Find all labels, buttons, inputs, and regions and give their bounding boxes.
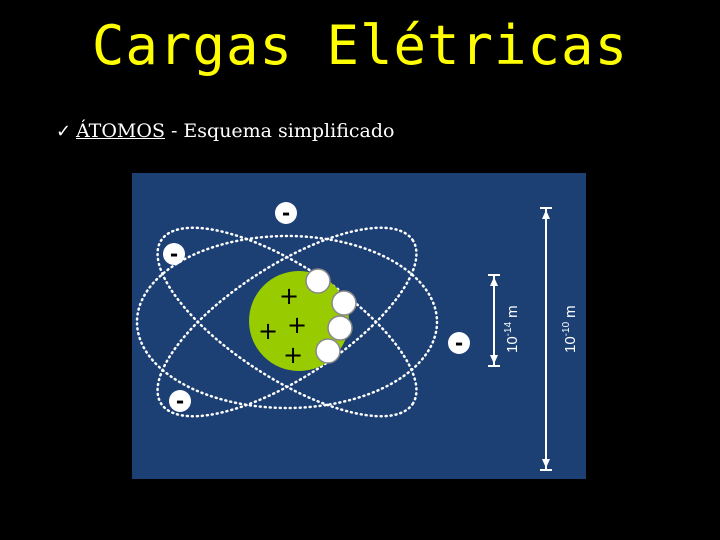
nucleus: + + + +: [249, 268, 357, 371]
electron: [163, 243, 185, 265]
orbit-tilted-right: [156, 226, 418, 418]
proton-label: +: [279, 282, 299, 310]
neutron: [305, 268, 331, 294]
atom-diagram: + + + + - - - - 10-14m 10-10m: [132, 173, 586, 479]
atom-scale-exponent: -10: [561, 321, 572, 336]
proton: [256, 318, 280, 342]
electron-label: -: [282, 201, 290, 225]
proton: [285, 312, 309, 336]
nucleus-scale-unit: m: [504, 305, 521, 318]
nucleus-scale-base: 10: [504, 336, 521, 353]
nucleus-scale-exponent: -14: [503, 321, 514, 336]
electron-label: -: [170, 242, 178, 266]
nucleus-scale-label: 10-14 m: [503, 305, 521, 353]
proton-label: +: [258, 317, 278, 345]
electron-label: -: [176, 389, 184, 413]
electron: [275, 202, 297, 224]
atom-scale-base: 10: [562, 336, 579, 353]
orbit-horizontal: [135, 234, 439, 410]
bullet-term: ÁTOMOS: [76, 120, 165, 142]
nucleus-scale-bar: [488, 274, 500, 367]
diagram-background: [132, 173, 586, 479]
electron: [169, 390, 191, 412]
atom-scale-bar: [540, 207, 552, 471]
atom-scale-label: 10-10 m: [561, 305, 579, 353]
slide-title: Cargas Elétricas: [91, 14, 629, 77]
electron-label: -: [455, 331, 463, 355]
bullet-item: ✓ÁTOMOS-Esquema simplificado: [56, 117, 394, 145]
bullet-text: Esquema simplificado: [183, 120, 395, 142]
proton-label: +: [287, 311, 307, 339]
proton: [277, 283, 301, 307]
neutron: [331, 290, 357, 316]
electrons: - - - -: [163, 201, 470, 413]
atom-scale-unit: m: [562, 305, 579, 318]
bullet-separator: -: [170, 120, 178, 142]
checkmark-icon: ✓: [56, 121, 72, 142]
neutron: [327, 315, 353, 341]
electron: [448, 332, 470, 354]
proton: [281, 342, 305, 366]
neutron: [315, 338, 341, 364]
proton-label: +: [283, 341, 303, 369]
